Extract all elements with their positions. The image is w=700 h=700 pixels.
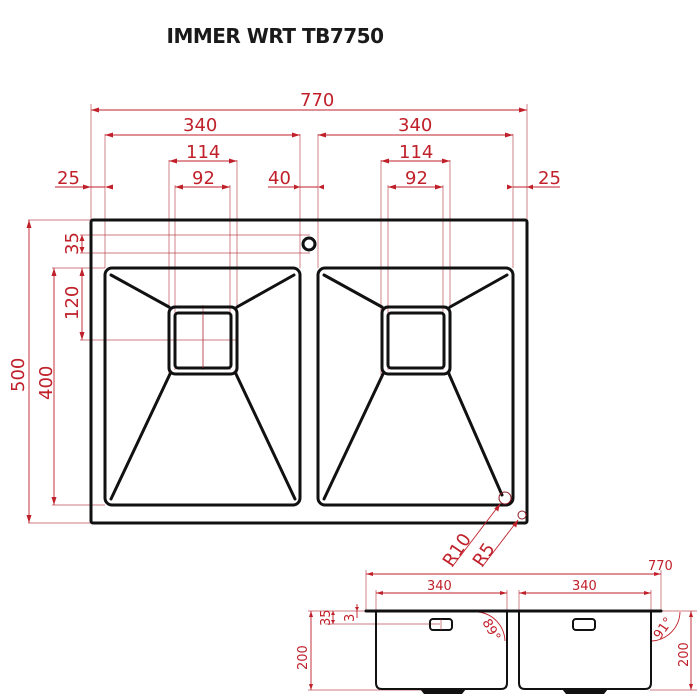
side-dim-bowl-left-width: 340 [427,579,452,594]
side-dim-overall-width: 770 [648,559,673,574]
dim-bowl-left-width: 340 [183,115,217,136]
dim-tap-hole-offset: 35 [62,232,83,255]
dim-margin-right: 25 [538,168,561,189]
side-dim-angle-right: 91° [651,615,677,642]
top-view: 770 340 340 114 114 92 92 25 40 25 500 4… [8,90,561,571]
side-view: 770 340 340 200 35 3 200 89° 91° [296,559,697,694]
side-dim-flange-thickness: 3 [343,614,358,622]
dim-bowl-depth: 400 [36,366,57,400]
dim-drain-outer-right: 114 [399,142,433,163]
product-title: IMMER WRT TB7750 [166,24,385,48]
dim-gap-center: 40 [268,168,291,189]
dim-drain-inner-left: 92 [192,168,215,189]
dim-overall-width: 770 [300,90,334,111]
dim-radius-inner: R10 [439,530,476,571]
side-dim-angle-left: 89° [479,617,504,644]
dim-drain-inner-right: 92 [405,168,428,189]
side-dim-bowl-right-width: 340 [572,579,597,594]
dim-drain-offset: 120 [62,286,83,320]
dim-margin-left: 25 [57,168,80,189]
side-dim-overflow-offset: 35 [319,609,334,626]
dim-overall-depth: 500 [8,358,29,392]
side-dim-depth-left: 200 [296,645,311,670]
side-dim-depth-right: 200 [677,642,692,667]
dim-drain-outer-left: 114 [186,142,220,163]
dim-bowl-right-width: 340 [398,115,432,136]
